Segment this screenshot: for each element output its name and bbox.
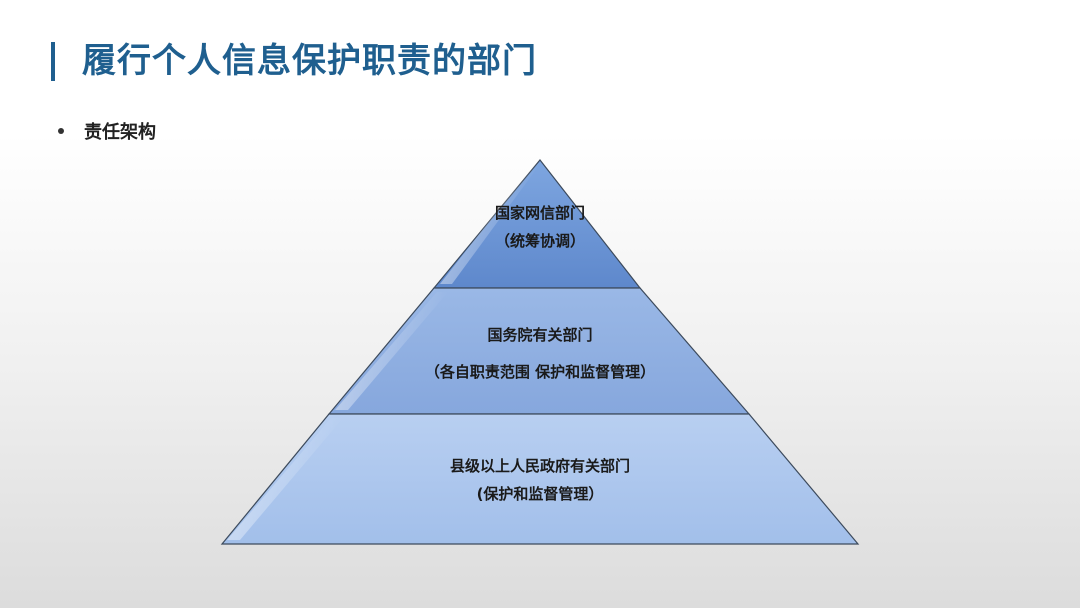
pyramid-highlight-bottom [227,418,343,540]
tier-top-line1: 国家网信部门 [495,204,585,222]
tier-top-line2: （统筹协调） [495,232,585,250]
title-accent-bar [51,42,55,81]
tier-middle-line2: （各自职责范围 保护和监督管理） [425,363,655,381]
pyramid-tier-bottom [220,413,860,545]
bullet-item: 责任架构 [58,118,156,144]
pyramid-highlight-top [440,164,540,284]
bullet-dot-icon [58,128,64,134]
bullet-text: 责任架构 [84,122,156,143]
slide-title: 履行个人信息保护职责的部门 [82,41,537,81]
tier-bottom-line1: 县级以上人民政府有关部门 [450,457,630,475]
tier-middle-line1: 国务院有关部门 [487,326,592,344]
pyramid-highlight-middle [335,292,448,410]
tier-bottom-line2: (保护和监督管理） [477,485,604,503]
pyramid-tier-top [432,159,642,289]
